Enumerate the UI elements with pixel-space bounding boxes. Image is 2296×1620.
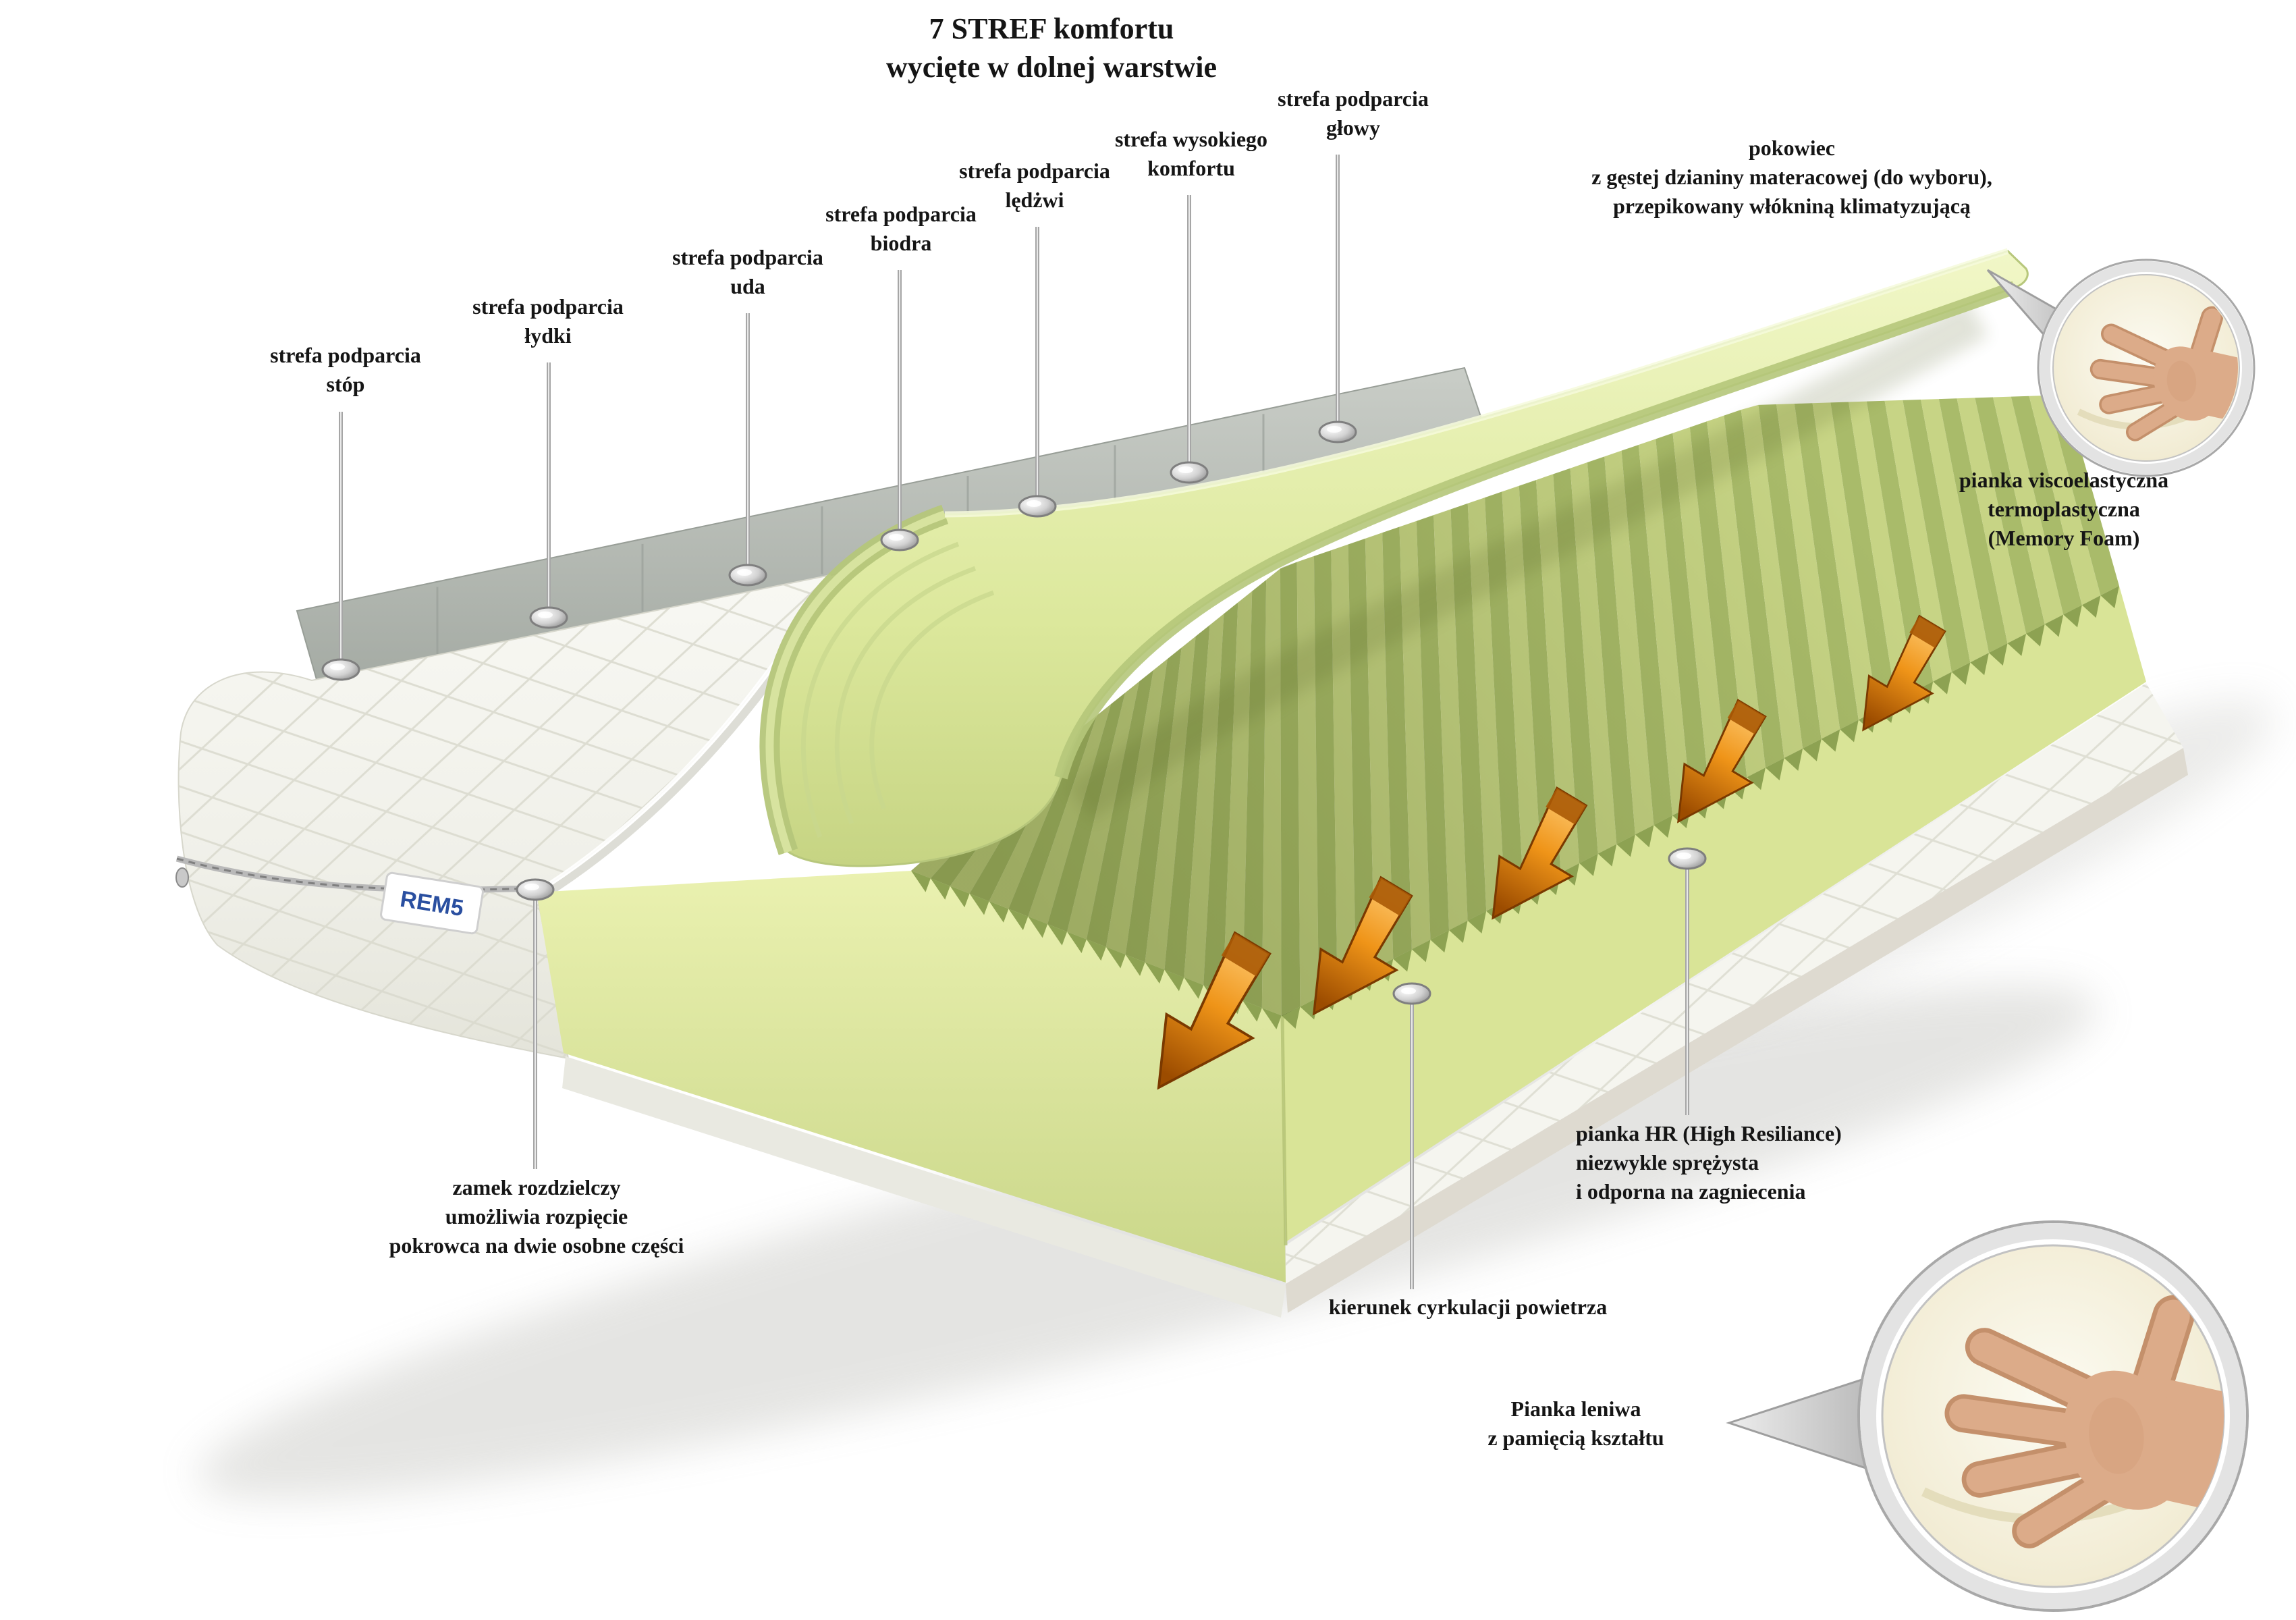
label-zone-lumbar: strefa podparcia lędżwi: [959, 159, 1110, 213]
zipper-pull-icon: [175, 867, 189, 888]
base-layer: [562, 683, 2188, 1318]
curl-shadow: [1067, 298, 1988, 821]
inset-lazy-foam: [1726, 1220, 2249, 1612]
label-cover: pokowiec z gęstej dzianiny materacowej (…: [1591, 136, 1992, 219]
label-zone-thigh: strefa podparcia uda: [672, 245, 823, 299]
label-air-flow: kierunek cyrkulacji powietrza: [1328, 1295, 1608, 1319]
label-zipper: zamek rozdzielczy umożliwia rozpięcie po…: [389, 1175, 684, 1258]
label-lazy-foam: Pianka leniwa z pamięcią kształtu: [1487, 1397, 1664, 1451]
inset-memory-foam: [1986, 259, 2256, 477]
ridge-shading: [911, 395, 2119, 1016]
label-hr-foam: pianka HR (High Resiliance) niezwykle sp…: [1576, 1121, 1842, 1204]
label-memory-foam: pianka viscoelastyczna termoplastyczna (…: [1959, 468, 2169, 551]
foam-striations: [800, 541, 995, 838]
label-zone-high-comfort: strefa wysokiego komfortu: [1114, 127, 1268, 181]
label-zone-calf: strefa podparcia łydki: [472, 294, 624, 348]
brand-tag: REM5: [380, 871, 484, 935]
label-zone-head: strefa podparcia głowy: [1278, 86, 1429, 140]
hr-foam-core: [537, 586, 2146, 1282]
zones-title: 7 STREF komfortu wycięte w dolnej warstw…: [886, 12, 1217, 84]
label-zone-feet: strefa podparcia stóp: [270, 343, 421, 397]
label-zone-hip: strefa podparcia biodra: [825, 202, 977, 256]
leader-pins: [321, 155, 1707, 1289]
